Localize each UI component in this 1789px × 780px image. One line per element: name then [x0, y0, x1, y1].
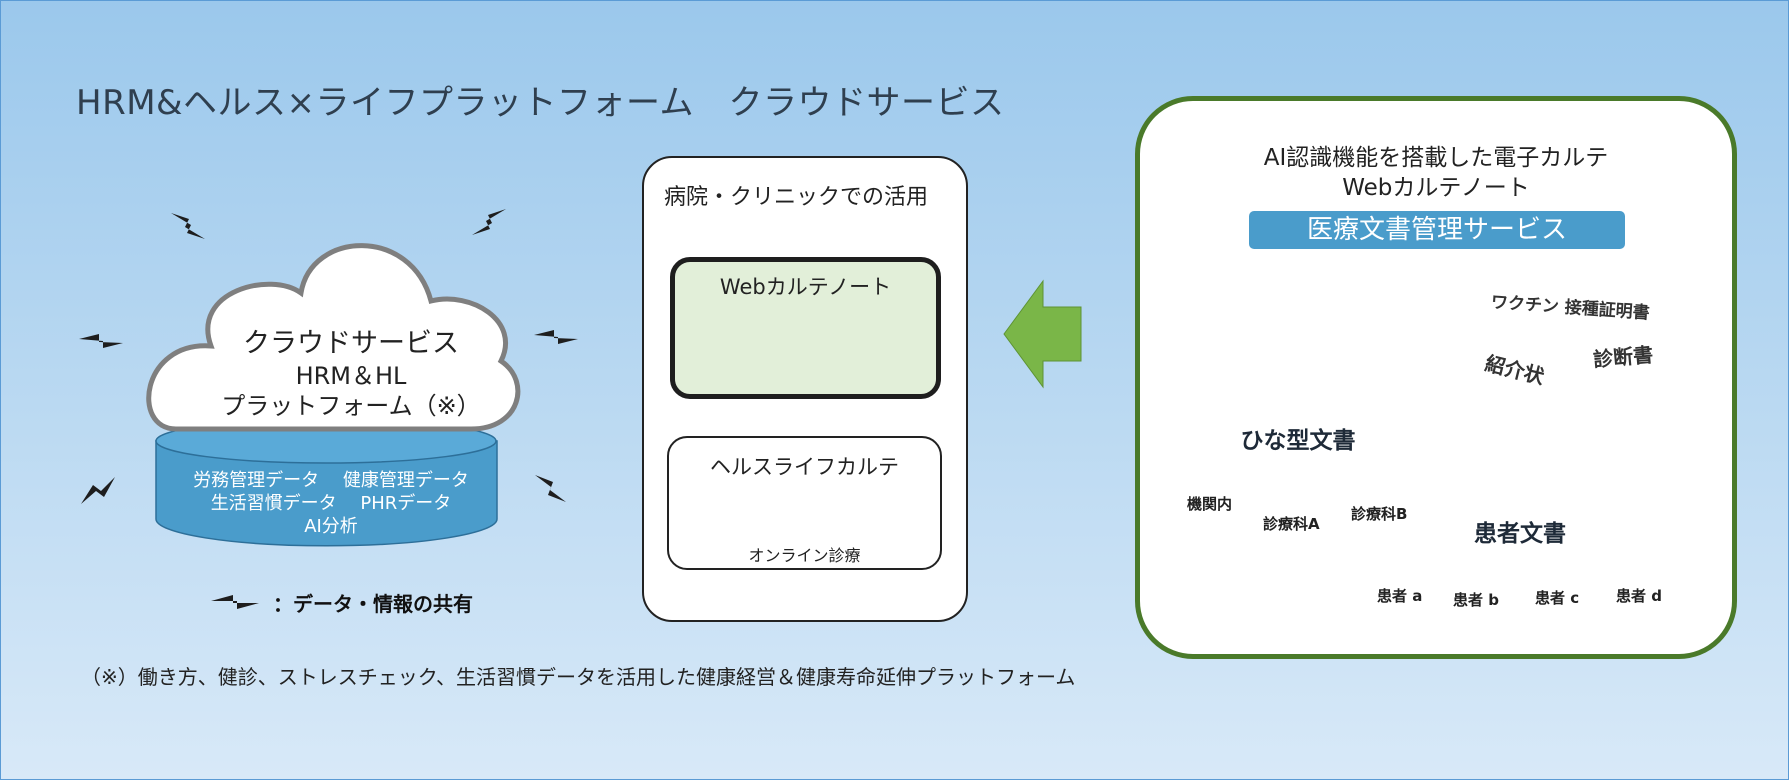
lightning-bolts — [79, 209, 578, 609]
lightning-icon — [81, 477, 115, 504]
lightning-icon — [171, 213, 205, 239]
lightning-icon — [79, 334, 123, 348]
service-panel — [1135, 96, 1737, 659]
hospital-panel-title: 病院・クリニックでの活用 — [664, 185, 929, 210]
left-arrow-icon — [1003, 279, 1082, 389]
folder-label: 患者 b — [1453, 591, 1499, 609]
template-db-label: ひな型文書 — [1240, 428, 1356, 454]
webkarte-label: Webカルテノート — [719, 275, 892, 299]
folder-label: 診療科A — [1263, 515, 1320, 533]
cloud-subtitle-line2: プラットフォーム（※） — [221, 392, 481, 420]
doc-label-diagnosis: 診断書 — [1592, 342, 1655, 372]
healthlife-card — [667, 436, 942, 570]
healthlife-label: ヘルスライフカルテ — [710, 455, 899, 479]
footnote: （※）働き方、健診、ストレスチェック、生活習慣データを活用した健康経営＆健康寿命… — [81, 665, 1076, 689]
cloud-shape — [146, 243, 521, 432]
lightning-icon — [472, 209, 506, 235]
page-title: HRM&ヘルス×ライフプラットフォーム クラウドサービス — [76, 83, 1005, 123]
folder-label: 機関内 — [1187, 495, 1233, 513]
legend-label: ：データ・情報の共有 — [273, 592, 473, 616]
patient-db-label: 患者文書 — [1474, 521, 1566, 547]
lightning-icon — [535, 475, 566, 502]
online-label: オンライン診療 — [748, 546, 861, 565]
webkarte-card — [670, 257, 941, 399]
folder-label: 患者 c — [1535, 589, 1580, 607]
db-data-line1: 労務管理データ 健康管理データ — [193, 470, 469, 491]
folder-label: 診療科B — [1351, 505, 1408, 523]
db-data-line2: 生活習慣データ PHRデータ — [210, 493, 452, 514]
lightning-icon — [534, 330, 578, 344]
folder-label: 患者 d — [1616, 587, 1662, 605]
service-line2: Webカルテノート — [1342, 175, 1530, 201]
service-bar: 医療文書管理サービス — [1249, 211, 1625, 249]
folder-label: 患者 a — [1377, 587, 1423, 605]
legend-lightning-icon — [211, 595, 259, 609]
cloud-subtitle: HRM＆HL プラットフォーム（※） — [191, 361, 511, 421]
service-line1: AI認識機能を搭載した電子カルテ — [1263, 145, 1609, 171]
cloud-subtitle-line1: HRM＆HL — [295, 362, 407, 390]
db-data-line3: AI分析 — [304, 516, 358, 537]
cloud-title: クラウドサービス — [243, 328, 459, 359]
